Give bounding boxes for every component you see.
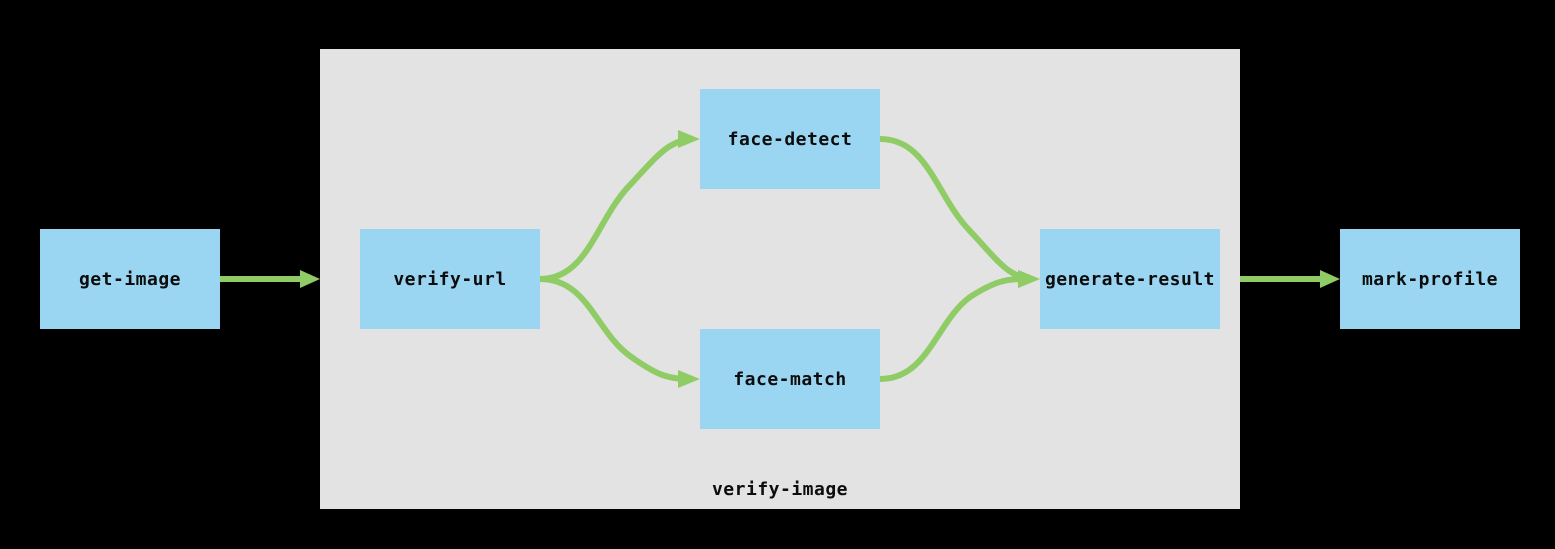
subgraph-label-verify-image: verify-image [711, 479, 849, 500]
node-label-get-image: get-image [78, 268, 182, 290]
edge-get-image-to-verify-url [220, 270, 320, 288]
arrowhead-icon [1320, 270, 1340, 288]
node-label-verify-url: verify-url [393, 268, 507, 290]
node-label-face-match: face-match [733, 368, 847, 390]
node-face-match[interactable]: face-match [700, 329, 880, 429]
node-generate-result[interactable]: generate-result [1040, 229, 1220, 329]
node-label-generate-result: generate-result [1044, 268, 1216, 290]
node-label-mark-profile: mark-profile [1361, 268, 1499, 290]
arrowhead-icon [300, 270, 320, 288]
edge-generate-result-to-mark-profile [1240, 270, 1340, 288]
node-mark-profile[interactable]: mark-profile [1340, 229, 1520, 329]
node-get-image[interactable]: get-image [40, 229, 220, 329]
node-face-detect[interactable]: face-detect [700, 89, 880, 189]
node-label-face-detect: face-detect [727, 128, 853, 150]
node-verify-url[interactable]: verify-url [360, 229, 540, 329]
